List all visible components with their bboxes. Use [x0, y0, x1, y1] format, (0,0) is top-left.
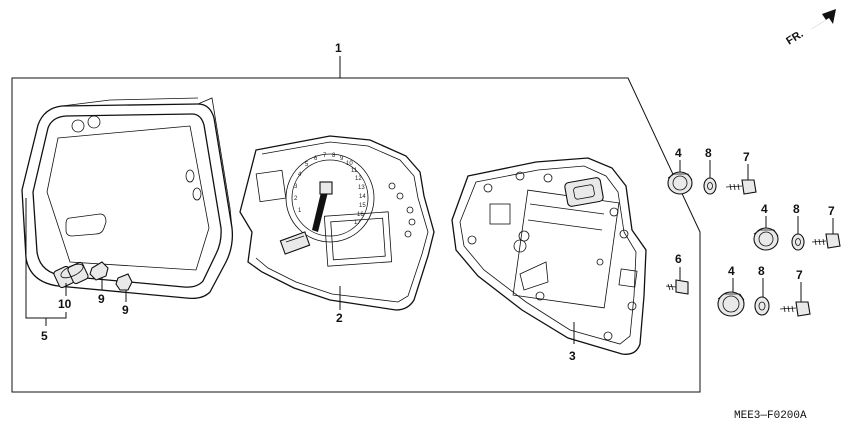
assembly-frame: [11, 77, 701, 393]
callout-7b: 7: [828, 204, 835, 218]
callout-4a: 4: [675, 146, 682, 160]
svg-text:16: 16: [357, 212, 364, 218]
callout-5: 5: [41, 329, 48, 343]
callout-8c: 8: [758, 264, 765, 278]
callout-7c: 7: [796, 268, 803, 282]
svg-text:1: 1: [298, 208, 302, 214]
svg-text:5: 5: [305, 162, 309, 168]
tachometer-needle: [312, 184, 330, 232]
meter-bezel: [21, 97, 234, 300]
mount-set-c: [717, 291, 811, 317]
callout-10: 10: [58, 297, 72, 311]
front-label: FR.: [784, 28, 805, 48]
lcd-panel-main: [323, 211, 393, 267]
svg-text:10: 10: [346, 161, 353, 167]
callout-9b: 9: [122, 303, 129, 317]
front-direction-indicator: FR.: [784, 9, 836, 48]
callout-6: 6: [675, 252, 682, 266]
svg-text:7: 7: [323, 153, 327, 159]
meter-case: [451, 157, 647, 355]
mount-set-a: [667, 171, 757, 195]
lcd-panel-small: [255, 169, 287, 203]
diagram-code: MEE3—F0200A: [734, 410, 807, 422]
callout-7a: 7: [743, 150, 750, 164]
svg-text:3: 3: [294, 184, 298, 190]
svg-text:11: 11: [351, 168, 358, 174]
case-port-left: [489, 203, 511, 225]
callout-8a: 8: [705, 146, 712, 160]
svg-text:13: 13: [358, 185, 365, 191]
callout-1: 1: [335, 41, 342, 55]
svg-text:14: 14: [359, 194, 366, 200]
screw-6: [665, 279, 689, 295]
svg-text:15: 15: [359, 203, 366, 209]
mount-set-b: [753, 227, 841, 251]
svg-text:4: 4: [298, 172, 302, 178]
arrow-up-right-icon: [810, 9, 836, 30]
svg-text:9: 9: [340, 156, 344, 162]
svg-text:2: 2: [294, 196, 298, 202]
callout-8b: 8: [793, 202, 800, 216]
svg-text:17: 17: [354, 220, 361, 226]
callout-3: 3: [569, 349, 576, 363]
svg-text:12: 12: [355, 176, 362, 182]
svg-text:8: 8: [332, 153, 336, 159]
callout-2: 2: [336, 311, 343, 325]
callout-9a: 9: [98, 292, 105, 306]
rubber-grommets: [53, 261, 133, 291]
callout-4c: 4: [728, 264, 735, 278]
svg-text:6: 6: [314, 156, 318, 162]
callout-4b: 4: [761, 202, 768, 216]
meter-assembly: 1 2 3 4 5 6 7 8 9 10 11 12 13 14 15 16 1…: [239, 135, 435, 311]
